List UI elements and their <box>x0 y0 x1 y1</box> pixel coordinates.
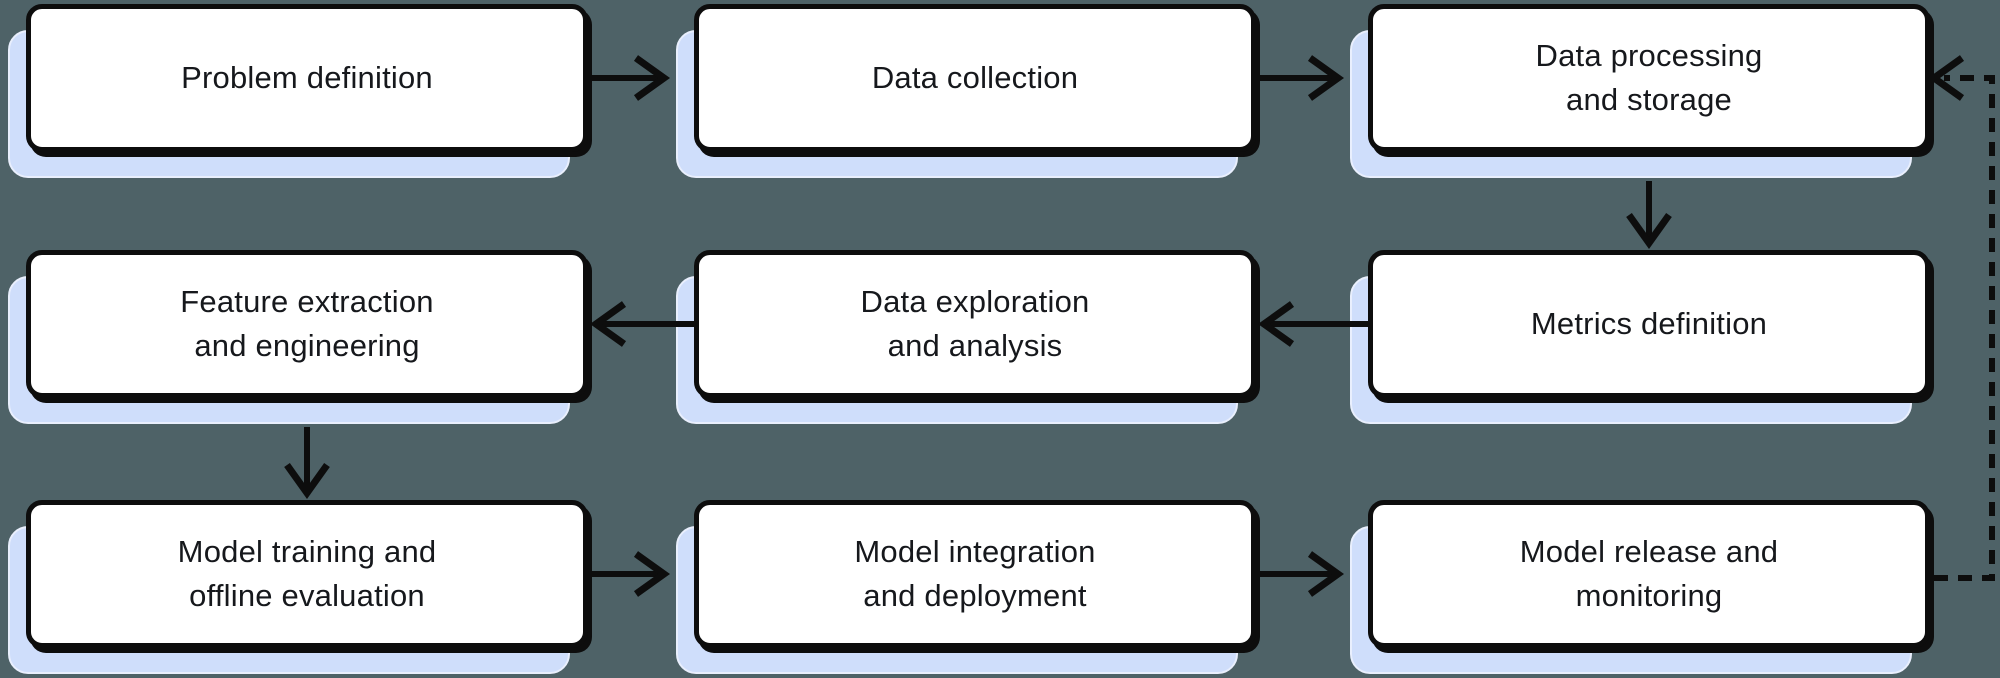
node-label: Data processing <box>1535 38 1763 73</box>
node-feature-extraction: Feature extraction and engineering <box>8 250 588 424</box>
node-data-processing-and-storage: Data processing and storage <box>1350 4 1930 178</box>
node-label: and engineering <box>194 328 420 363</box>
node-label: Data collection <box>871 60 1079 95</box>
node-box: Data exploration and analysis <box>694 250 1256 398</box>
node-label: offline evaluation <box>189 578 425 613</box>
node-box: Model integration and deployment <box>694 500 1256 648</box>
node-label: and storage <box>1566 82 1732 117</box>
edge-model-integration-to-model-release <box>1256 551 1345 597</box>
node-box: Feature extraction and engineering <box>26 250 588 398</box>
edge-data-collection-to-data-processing-and-storage <box>1256 55 1345 101</box>
node-box: Problem definition <box>26 4 588 152</box>
node-label: and deployment <box>863 578 1087 613</box>
node-data-collection: Data collection <box>676 4 1256 178</box>
node-metrics-definition: Metrics definition <box>1350 250 1930 424</box>
edge-model-release-to-data-processing-and-storage <box>1927 55 1995 581</box>
node-problem-definition: Problem definition <box>8 4 588 178</box>
node-box: Model release and monitoring <box>1368 500 1930 648</box>
node-data-exploration: Data exploration and analysis <box>676 250 1256 424</box>
edge-model-training-to-model-integration <box>588 551 671 597</box>
node-label: Problem definition <box>181 60 433 95</box>
node-box: Data processing and storage <box>1368 4 1930 152</box>
edge-feature-extraction-to-model-training <box>284 427 330 500</box>
edge-problem-definition-to-data-collection <box>588 55 671 101</box>
node-model-training: Model training and offline evaluation <box>8 500 588 674</box>
node-label: and analysis <box>887 328 1063 363</box>
node-box: Model training and offline evaluation <box>26 500 588 648</box>
node-label: monitoring <box>1575 578 1723 613</box>
edge-data-processing-and-storage-to-metrics-definition <box>1626 181 1672 250</box>
node-label: Model training and <box>177 534 437 569</box>
node-model-release: Model release and monitoring <box>1350 500 1930 674</box>
node-box: Metrics definition <box>1368 250 1930 398</box>
node-label: Model integration <box>854 534 1096 569</box>
node-label: Feature extraction <box>180 284 434 319</box>
node-model-integration: Model integration and deployment <box>676 500 1256 674</box>
node-label: Model release and <box>1519 534 1779 569</box>
node-label: Data exploration <box>860 284 1090 319</box>
node-label: Metrics definition <box>1530 306 1768 341</box>
node-box: Data collection <box>694 4 1256 152</box>
